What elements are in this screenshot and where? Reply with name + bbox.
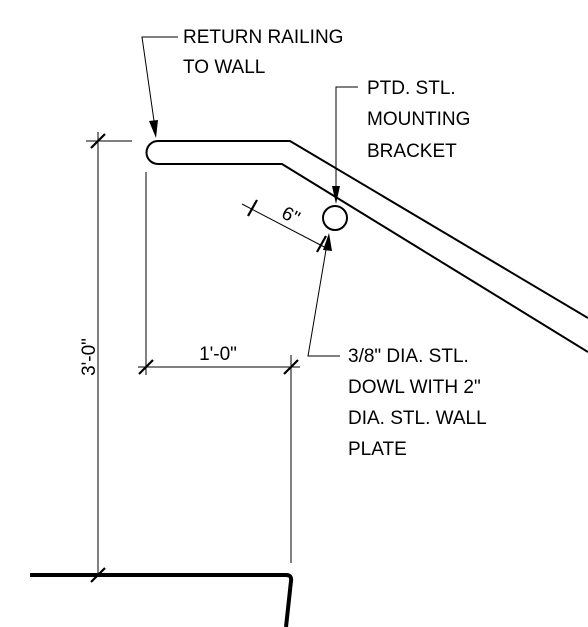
wall-plate-circle (322, 205, 348, 231)
note-line: RETURN RAILING (183, 27, 343, 48)
horizontal-dimension-label: 1'-0" (199, 344, 237, 365)
note-line: MOUNTING (367, 109, 470, 130)
note-line: DOWL WITH 2" (348, 377, 481, 398)
handrail (145, 140, 588, 353)
offset-dimension (241, 199, 331, 253)
note-line: 3/8" DIA. STL. (348, 346, 469, 367)
horizontal-dimension (138, 172, 300, 563)
note-line: DIA. STL. WALL (348, 408, 487, 429)
note-line: PLATE (348, 439, 407, 460)
return-railing-leader (141, 36, 178, 138)
note-bracket: PTD. STL. MOUNTING BRACKET (367, 78, 470, 162)
floor-line (30, 573, 294, 627)
height-dimension (86, 132, 132, 583)
note-dowel: 3/8" DIA. STL. DOWL WITH 2" DIA. STL. WA… (348, 346, 487, 460)
note-line: BRACKET (367, 141, 457, 162)
note-return-railing: RETURN RAILING TO WALL (183, 27, 343, 78)
height-dimension-label: 3'-0" (79, 338, 100, 376)
note-line: TO WALL (183, 57, 265, 78)
bracket-leader (332, 86, 358, 204)
dowel-leader (307, 233, 340, 357)
note-line: PTD. STL. (367, 78, 456, 99)
offset-dimension-label: 6" (278, 203, 303, 230)
